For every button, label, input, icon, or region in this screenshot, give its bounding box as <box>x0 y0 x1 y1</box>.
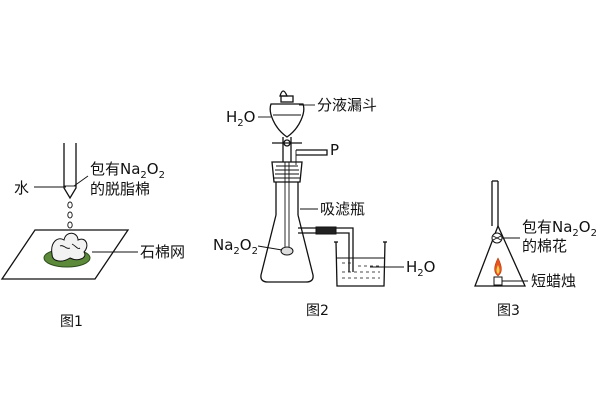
figure3-caption: 图3 <box>497 303 520 319</box>
figure1-caption: 图1 <box>60 314 83 330</box>
h2o-top-label: H2O <box>226 108 255 129</box>
na2o2-sample <box>280 246 294 256</box>
p-tube <box>296 149 328 156</box>
suction-flask <box>260 214 314 283</box>
short-candle <box>493 276 503 286</box>
delivery-tube-outer <box>336 227 354 272</box>
leader-na2o2 <box>257 245 283 251</box>
water-drop-2 <box>67 211 73 219</box>
figure2: H2O 分液漏斗 P 吸滤瓶 Na2O2 H2O 图2 <box>213 90 435 319</box>
separatory-funnel <box>269 103 305 138</box>
cotton3-label-line2: 的棉花 <box>522 237 567 255</box>
funnel-label: 分液漏斗 <box>317 96 377 114</box>
dropper <box>63 143 77 200</box>
water-drop-1 <box>67 201 73 209</box>
figure1: 水 包有Na2O2 的脱脂棉 石棉网 图1 <box>0 143 185 330</box>
stopcock-valve <box>283 139 291 147</box>
gauze-label: 石棉网 <box>140 243 185 261</box>
funnel-neck-top <box>280 95 294 103</box>
cotton-texture <box>59 243 81 249</box>
cotton-label-line2: 的脱脂棉 <box>90 180 150 198</box>
figure2-caption: 图2 <box>306 303 329 319</box>
glass-cover <box>474 224 527 287</box>
leader-cotton <box>73 175 89 187</box>
funnel-stopper <box>279 90 288 97</box>
water-drop-3 <box>67 221 73 229</box>
h2o-beaker-label: H2O <box>406 258 435 279</box>
figure3: 包有Na2O2 的棉花 短蜡烛 图3 <box>474 180 597 319</box>
beaker <box>335 241 386 287</box>
cotton-ball <box>51 232 88 262</box>
asbestos-gauze <box>0 229 130 280</box>
rubber-tubing <box>315 226 337 235</box>
rubber-stopper <box>271 161 303 183</box>
na2o2-label: Na2O2 <box>213 236 258 257</box>
cotton-label-line1: 包有Na2O2 <box>90 160 165 181</box>
delivery-tube-inner <box>336 232 350 272</box>
p-label: P <box>330 141 339 159</box>
flask-label: 吸滤瓶 <box>320 200 365 218</box>
water-label: 水 <box>14 179 29 197</box>
cotton3-label-line1: 包有Na2O2 <box>522 218 597 239</box>
flame-core <box>496 265 500 274</box>
candle-label: 短蜡烛 <box>531 272 576 290</box>
cotton-pattern <box>492 235 502 241</box>
